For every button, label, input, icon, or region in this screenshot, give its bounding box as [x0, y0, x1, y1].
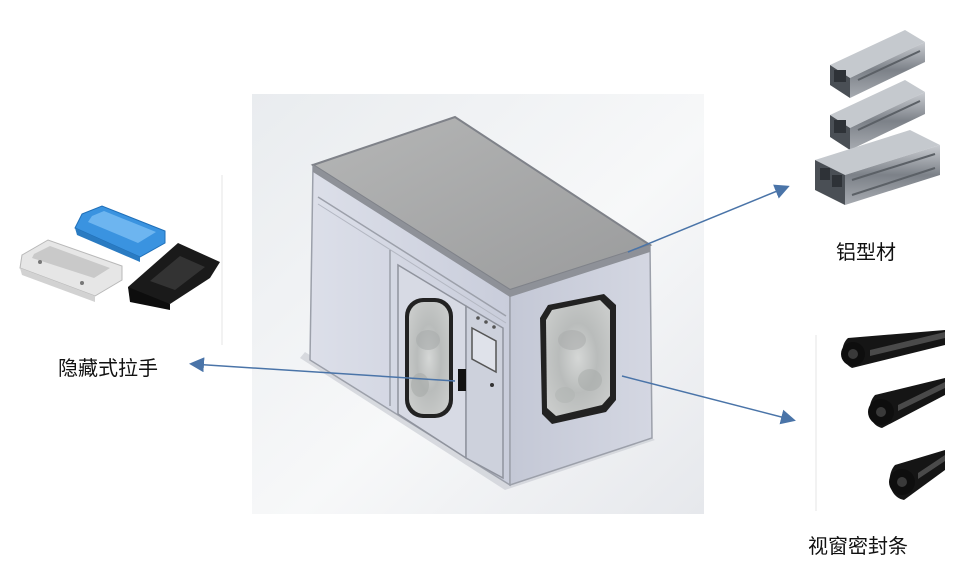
arrow-to-seal — [621, 375, 796, 425]
window-seal-strip-icon — [790, 330, 945, 511]
aluminum-profile-icon — [815, 30, 940, 205]
label-window-seal: 视窗密封条 — [808, 534, 908, 558]
door-handle — [458, 369, 466, 391]
label-aluminum-profile: 铝型材 — [836, 240, 896, 264]
recessed-handle-icon — [19, 205, 220, 310]
arrow-to-profile — [627, 184, 790, 253]
enclosure-cabinet-icon — [300, 115, 655, 490]
front-window-glass — [409, 302, 449, 414]
arrow-to-handle — [189, 357, 456, 382]
side-window-glass — [546, 300, 610, 416]
label-recessed-handle: 隐藏式拉手 — [58, 356, 158, 380]
